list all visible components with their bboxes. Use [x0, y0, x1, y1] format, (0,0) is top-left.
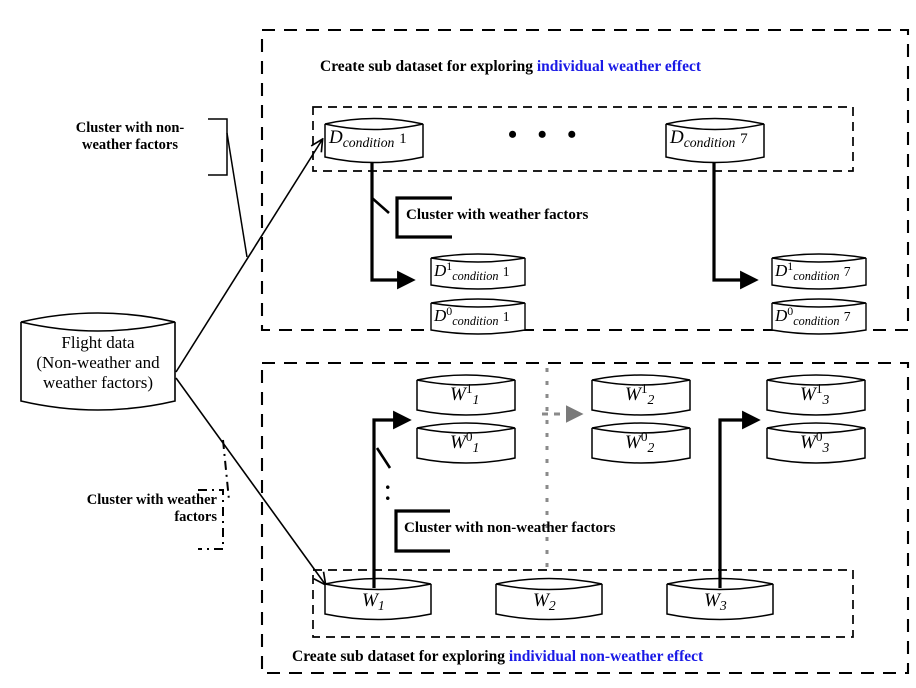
flight-data-line-1: Flight data — [61, 333, 135, 352]
vertical-ellipsis: . . — [385, 469, 391, 505]
bracket-cluster-weather-inner — [395, 196, 452, 239]
label-D1-condition-7: D1condition 7 — [775, 259, 851, 283]
flight-data-line-3: weather factors) — [43, 373, 153, 393]
tick-cluster-weather-inner — [371, 197, 390, 214]
elbow-connector-right-bottom — [718, 410, 761, 588]
annotation-cluster-weather-left: Cluster with weather factors — [35, 492, 217, 526]
label-W1-sup0: W01 — [450, 429, 480, 455]
top-panel-title: Create sub dataset for exploring individ… — [320, 58, 701, 76]
label-W1-sup1: W11 — [450, 381, 480, 407]
cylinder-W1-sup1 — [416, 374, 516, 416]
arrow-source-to-top — [175, 140, 322, 373]
cylinder-D1-condition-1 — [430, 253, 526, 290]
label-D0-condition-1: D0condition 1 — [434, 304, 510, 328]
bracket-cluster-nonweather-inner — [394, 509, 450, 553]
label-D1-condition-1: D1condition 1 — [434, 259, 510, 283]
label-W1: W1 — [362, 590, 385, 614]
bottom-panel-border — [260, 361, 910, 675]
cylinder-W3 — [666, 577, 774, 621]
leader-nonweather-left — [226, 132, 248, 258]
bottom-panel-title: Create sub dataset for exploring individ… — [292, 648, 703, 666]
arrow-source-to-bottom — [175, 377, 325, 584]
annotation-cluster-weather-left-line1: Cluster with weather — [86, 492, 217, 508]
cylinder-W3-sup0 — [766, 422, 866, 464]
bottom-panel-title-accent: individual non-weather effect — [508, 648, 704, 665]
cylinder-D1-condition-7 — [771, 253, 867, 290]
flight-data-cylinder — [20, 312, 176, 411]
label-D-condition-1: Dcondition 1 — [329, 127, 407, 151]
cylinder-W2-sup0 — [591, 422, 691, 464]
horizontal-ellipsis: • • • — [508, 120, 584, 149]
elbow-connector-left-bottom — [372, 410, 412, 588]
bottom-panel-title-prefix: Create sub dataset for exploring — [292, 648, 509, 665]
label-W3-sup0: W03 — [800, 429, 830, 455]
top-panel-title-accent: individual weather effect — [536, 58, 702, 75]
annotation-cluster-nonweather-left-line1: Cluster with non- — [75, 120, 185, 136]
cylinder-W1-sup0 — [416, 422, 516, 464]
cylinder-D-condition-1 — [324, 117, 424, 164]
elbow-connector-left-top — [370, 163, 416, 290]
tick-cluster-nonweather-inner — [375, 447, 392, 469]
annotation-cluster-weather-inner: Cluster with weather factors — [406, 207, 589, 223]
top-panel-border — [260, 28, 910, 332]
bracket-nonweather-left — [208, 118, 228, 176]
cylinder-D-condition-7 — [665, 117, 765, 164]
cylinder-W1 — [324, 577, 432, 621]
label-W3-sup1: W13 — [800, 381, 830, 407]
annotation-cluster-nonweather-inner: Cluster with non-weather factors — [404, 520, 616, 536]
cylinder-W3-sup1 — [766, 374, 866, 416]
annotation-cluster-weather-left-line2: factors — [174, 509, 217, 526]
annotation-cluster-nonweather-left: Cluster with non- weather factors — [55, 120, 205, 154]
cylinder-D0-condition-7 — [771, 298, 867, 335]
top-panel-title-prefix: Create sub dataset for exploring — [320, 58, 537, 75]
label-W2: W2 — [533, 590, 556, 614]
flight-data-line-2: (Non-weather and — [36, 353, 160, 373]
label-D-condition-7: Dcondition 7 — [670, 127, 748, 151]
flight-data-label: Flight data (Non-weather and weather fac… — [12, 333, 184, 393]
elbow-connector-right-top — [712, 163, 759, 290]
label-W2-sup1: W12 — [625, 381, 655, 407]
label-W2-sup0: W02 — [625, 429, 655, 455]
bottom-cluster-group-border — [312, 569, 854, 638]
annotation-cluster-nonweather-left-line2: weather factors — [82, 137, 178, 154]
cylinder-D0-condition-1 — [430, 298, 526, 335]
label-D0-condition-7: D0condition 7 — [775, 304, 851, 328]
cylinder-W2-sup1 — [591, 374, 691, 416]
leader-weather-left — [222, 439, 230, 501]
cylinder-W2 — [495, 577, 603, 621]
label-W3: W3 — [704, 590, 727, 614]
